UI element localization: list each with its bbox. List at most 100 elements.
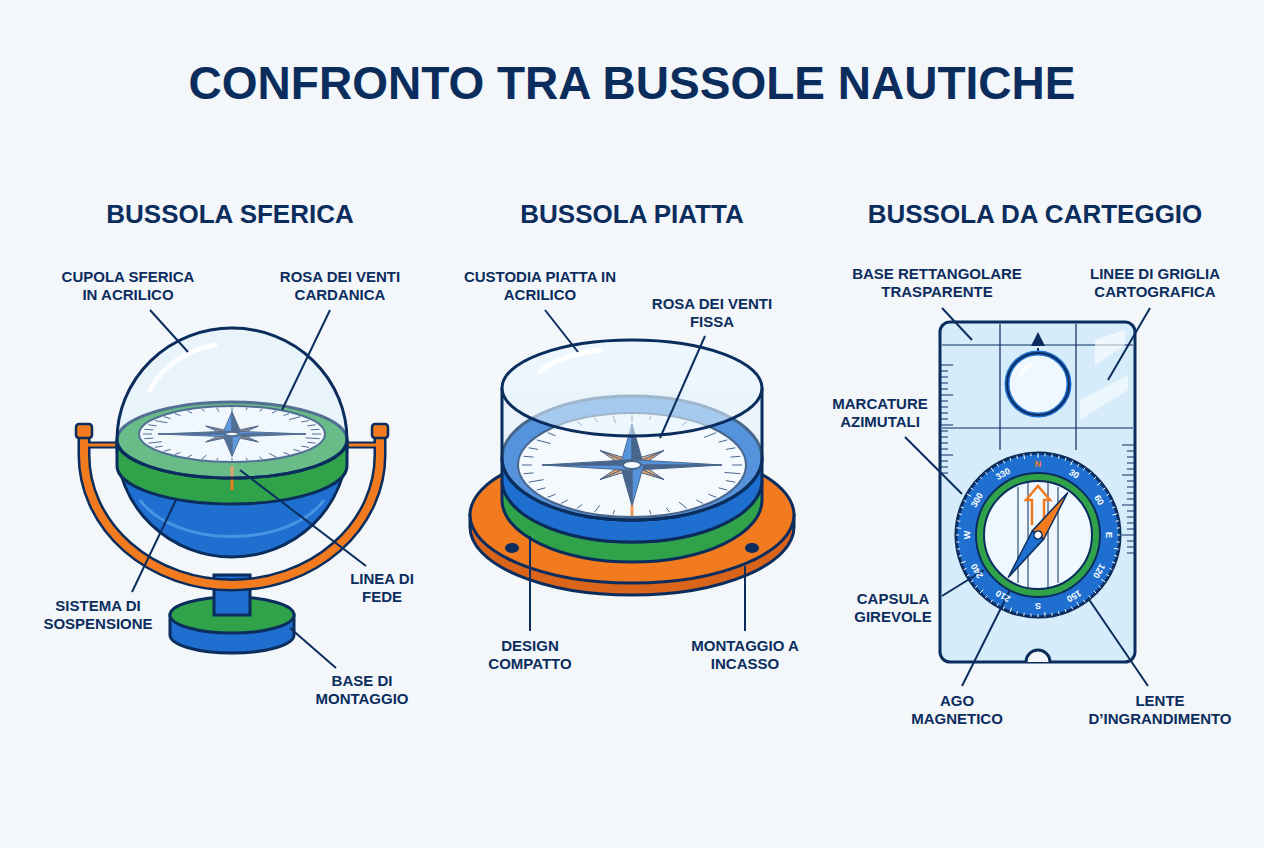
tick-mark (1058, 456, 1060, 459)
magnifying-lens-part (1007, 353, 1069, 415)
tick-mark (1094, 591, 1096, 593)
tick-mark (975, 482, 977, 484)
flush-mount-flange-part (505, 543, 519, 553)
rotating-capsule-part (1018, 487, 1019, 583)
dial-marking: N (1025, 458, 1051, 470)
tick-mark (967, 494, 971, 496)
tick-mark (964, 568, 967, 569)
tick-mark (1038, 453, 1039, 458)
ruler-tick (1127, 553, 1134, 554)
leader-lines-part (744, 566, 746, 631)
tick-mark (957, 520, 960, 522)
rotating-capsule (956, 453, 1120, 617)
ruler-tick (1122, 535, 1134, 536)
tick-mark (1101, 579, 1105, 582)
transparent-baseplate-part (942, 427, 1133, 428)
ruler-tick (1127, 469, 1134, 470)
dial-marking: 30 (1059, 462, 1088, 485)
callout-label: ROSA DEI VENTI CARDANICA (265, 268, 415, 304)
leader-lines-part (1088, 598, 1148, 686)
leader-lines-part (240, 470, 366, 566)
ruler-tick (1122, 445, 1134, 446)
ruler-tick (941, 371, 948, 372)
dial-marking: 330 (988, 462, 1017, 485)
flush-mount-flange-part (745, 543, 759, 553)
tick-mark (957, 548, 960, 550)
ruler-tick (941, 395, 953, 396)
tick-mark (959, 555, 962, 557)
tick-mark (1051, 454, 1053, 457)
tick-mark (1030, 453, 1031, 456)
tick-mark (1071, 461, 1073, 465)
leader-lines-part (660, 336, 705, 438)
ruler-tick (1127, 529, 1134, 530)
section-heading: BUSSOLA SFERICA (50, 200, 410, 229)
ruler-tick (941, 389, 948, 390)
ruler-tick (1127, 457, 1134, 458)
tick-mark (1071, 607, 1072, 610)
baseplate-compass (940, 322, 1135, 662)
tick-mark (975, 586, 977, 588)
tick-mark (1044, 612, 1045, 617)
callout-label: CUPOLA SFERICA IN ACRILICO (53, 268, 203, 304)
transparent-baseplate-part (1026, 650, 1050, 662)
transparent-baseplate-part (1031, 332, 1045, 346)
magnifying-lens (1007, 353, 1069, 415)
tick-mark (1078, 464, 1080, 467)
section-heading: BUSSOLA PIATTA (452, 200, 812, 229)
tick-mark (1083, 600, 1085, 602)
tick-mark (1083, 468, 1085, 470)
tick-mark (1089, 596, 1091, 598)
callout-label: MARCATURE AZIMUTALI (820, 395, 940, 431)
ruler-tick (941, 365, 953, 366)
leader-lines-part (529, 536, 531, 631)
tick-mark (1030, 614, 1031, 617)
tick-mark (1010, 458, 1011, 461)
azimuth-ticks (956, 453, 1120, 617)
ruler-tick (941, 383, 948, 384)
transparent-baseplate-part (1075, 324, 1076, 450)
tick-mark (1003, 461, 1004, 464)
callout-label: CUSTODIA PIATTA IN ACRILICO (453, 268, 628, 304)
tick-mark (1016, 456, 1018, 459)
tick-mark (980, 477, 982, 479)
tick-mark (1058, 611, 1060, 614)
ruler-tick (941, 425, 953, 426)
tick-mark (956, 527, 961, 528)
dial-marking: 240 (965, 556, 988, 585)
ruler-tick (941, 431, 948, 432)
diagram-title: CONFRONTO TRA BUSSOLE NAUTICHE (0, 60, 1264, 106)
tick-mark (956, 535, 959, 536)
tick-mark (1103, 488, 1105, 490)
transparent-baseplate (940, 322, 1135, 662)
rotating-capsule-part (984, 481, 1092, 589)
tick-mark (1110, 500, 1113, 501)
acrylic-housing (502, 340, 762, 520)
callout-label: BASE DI MONTAGGIO (302, 672, 422, 708)
leader-lines-part (905, 437, 962, 494)
ruler-tick (1127, 517, 1134, 518)
transparent-baseplate-part (940, 322, 1135, 662)
dial-marking: S (1025, 600, 1051, 612)
tick-mark (1114, 548, 1119, 550)
tick-mark (1077, 602, 1079, 606)
callout-label: ROSA DEI VENTI FISSA (632, 295, 792, 331)
tick-mark (997, 603, 999, 606)
azimuth-ticks-part (956, 453, 1120, 617)
dial-marking: 210 (988, 585, 1017, 608)
tick-mark (1117, 527, 1120, 528)
acrylic-dome-part (117, 328, 347, 478)
tick-mark (1106, 494, 1109, 496)
ruler-tick (941, 377, 948, 378)
leader-lines-part (290, 628, 336, 668)
tick-mark (985, 472, 987, 474)
acrylic-housing-part (502, 340, 762, 436)
ruler-tick (1127, 451, 1134, 452)
callout-label: LENTE D’INGRANDIMENTO (1075, 692, 1245, 728)
ruler-tick (941, 467, 948, 468)
tick-mark (961, 507, 964, 508)
gimbal-bracket-part (346, 442, 376, 449)
ruler-tick (1127, 547, 1134, 548)
leader-lines-part (962, 590, 1010, 686)
callout-label: LINEA DI FEDE (337, 570, 427, 606)
